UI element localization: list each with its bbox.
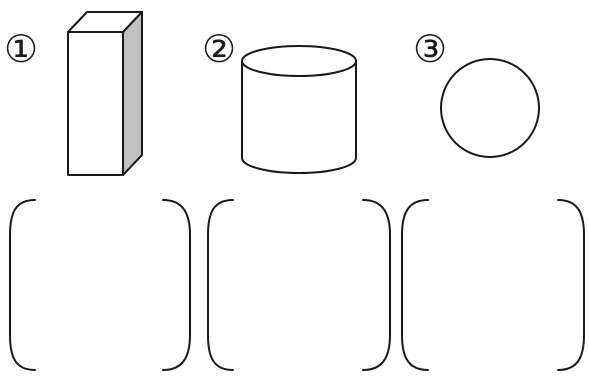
- item-1: ①: [4, 11, 143, 176]
- prism-side-face: [122, 11, 143, 176]
- item-2-marker: ②: [202, 27, 236, 71]
- answer-box-1-left-paren: [9, 199, 36, 371]
- rectangular-prism-shape: [67, 11, 143, 176]
- item-3-marker: ③: [413, 27, 447, 71]
- answer-box-3-left-paren: [401, 199, 429, 371]
- answer-box-3[interactable]: [401, 199, 585, 371]
- cylinder-top: [241, 45, 357, 77]
- item-1-marker: ①: [4, 27, 38, 71]
- answer-box-2-left-paren: [207, 199, 234, 371]
- cylinder-body: [241, 60, 357, 174]
- prism-front-face: [67, 31, 124, 176]
- answer-box-3-right-paren: [557, 199, 585, 371]
- answer-box-1[interactable]: [9, 199, 191, 371]
- cylinder-shape: [241, 45, 357, 174]
- answer-box-2[interactable]: [207, 199, 391, 371]
- answer-box-1-right-paren: [162, 199, 191, 371]
- item-2: ②: [202, 27, 357, 174]
- answer-box-2-right-paren: [362, 199, 391, 371]
- circle-shape: [440, 58, 540, 158]
- item-3: ③: [413, 27, 540, 158]
